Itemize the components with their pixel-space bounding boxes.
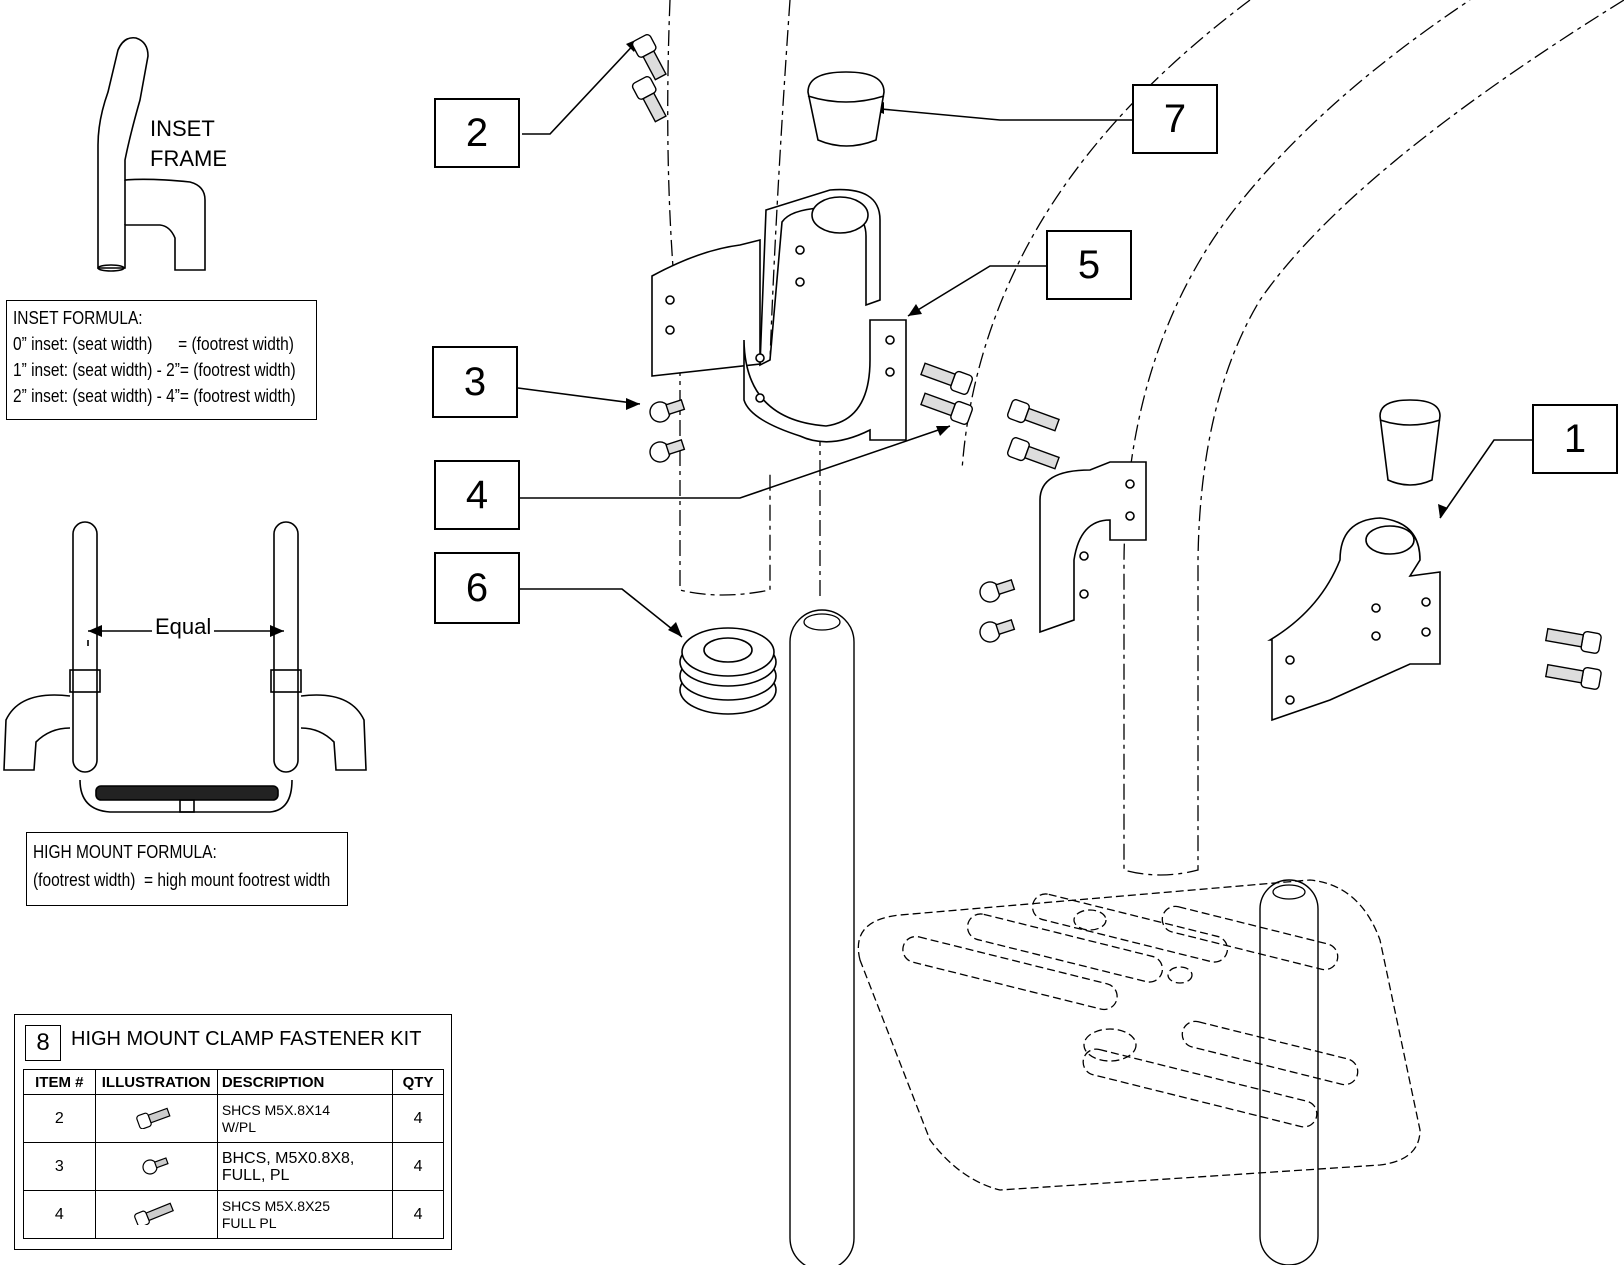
qty-cell: 4 [392,1142,444,1191]
callout-4: 4 [434,460,520,530]
inset-frame-label-line1: INSET [150,116,215,141]
inset-formula-line: 2” inset: (seat width) - 4”= (footrest w… [13,386,296,406]
button-head-cap-screw-icon [142,1157,169,1175]
socket-head-cap-screw-short-icon [136,1107,171,1130]
inset-formula-line: 0” inset: (seat width) = (footrest width… [13,334,294,354]
high-mount-footrest-illustration [3,521,367,813]
description-line: SHCS M5X.8X25 [221,1197,330,1214]
socket-head-cap-screw-long-icon [134,1202,175,1228]
fastener-kit-panel: 8 HIGH MOUNT CLAMP FASTENER KIT ITEM # I… [14,1014,452,1250]
clamp-item-5 [651,188,907,443]
kit-table-header-row: ITEM # ILLUSTRATION DESCRIPTION QTY [23,1069,444,1095]
item-cell: 3 [23,1142,96,1191]
callout-6: 6 [434,552,520,624]
inset-frame-label-line2: FRAME [150,146,227,171]
kit-title: HIGH MOUNT CLAMP FASTENER KIT [71,1028,422,1050]
qty-cell: 4 [392,1190,444,1239]
inset-frame-illustration [97,36,206,272]
screws-item-4 [920,362,1602,690]
callout-2: 2 [434,98,520,168]
description-line: FULL, PL [221,1166,290,1184]
qty-cell: 4 [392,1094,444,1143]
high-mount-formula-line: (footrest width) = high mount footrest w… [33,870,331,890]
col-header-item: ITEM # [23,1069,96,1095]
description-line: BHCS, M5X0.8X8, [221,1149,355,1167]
description-line: FULL PL [221,1214,277,1231]
bushing-item-6 [679,627,777,715]
illustration-cell [94,1142,218,1191]
high-mount-formula-title: HIGH MOUNT FORMULA: [33,842,217,862]
item-cell: 4 [23,1190,96,1239]
item-cell: 2 [23,1094,96,1143]
col-header-qty: QTY [392,1069,444,1095]
screws-item-2 [631,34,667,123]
description-cell: BHCS, M5X0.8X8,FULL, PL [216,1142,394,1191]
description-line: SHCS M5X.8X14 [221,1101,330,1118]
callout-5: 5 [1046,230,1132,300]
description-line: W/PL [221,1118,257,1135]
screws-item-3 [649,398,1016,643]
equal-label: Equal [152,614,215,640]
col-header-illustration: ILLUSTRATION [94,1069,218,1095]
inset-formula-title: INSET FORMULA: [13,308,143,328]
clamp-item-1 [1039,461,1441,722]
inset-formula-box: INSET FORMULA: 0” inset: (seat width) = … [6,300,317,420]
callout-7: 7 [1132,84,1218,154]
col-header-description: DESCRIPTION [216,1069,394,1095]
high-mount-formula-box: HIGH MOUNT FORMULA: (footrest width) = h… [26,832,348,906]
illustration-cell [94,1094,218,1143]
callout-3: 3 [432,346,518,418]
table-row: 3 BHCS, M5X0.8X8,FULL, PL 4 [23,1142,444,1191]
callout-1: 1 [1532,404,1618,474]
kit-table: ITEM # ILLUSTRATION DESCRIPTION QTY 2 SH… [23,1069,444,1239]
inset-formula-line: 1” inset: (seat width) - 2”= (footrest w… [13,360,296,380]
illustration-cell [94,1190,218,1239]
kit-item-number: 8 [25,1025,61,1061]
cap-item-1-top [1379,399,1441,486]
cap-item-7 [807,71,885,147]
